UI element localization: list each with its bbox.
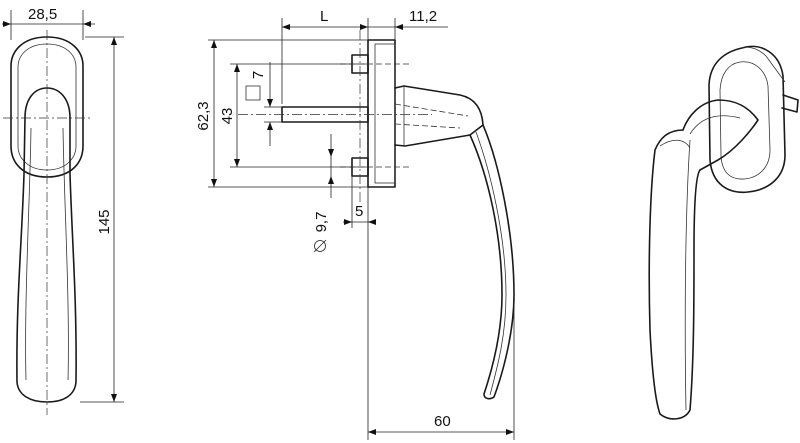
front-height-label: 145 [96,209,113,234]
front-handle-neck [24,87,71,119]
iso-handle-hub [682,99,759,171]
front-dimensions: 28,5 145 [2,6,124,403]
side-dimensions: L 11,2 62,3 43 7 [195,8,515,440]
diameter-symbol [313,239,327,253]
square-symbol [245,85,261,101]
spindle-length-label: L [320,8,328,25]
side-baseplate [367,39,396,188]
rose-thickness-label: 11,2 [409,8,437,25]
front-view [3,30,92,415]
iso-rose [708,45,786,193]
inner-spacing-label: 43 [219,108,236,125]
screw-diameter-label: 9,7 [313,212,330,233]
iso-handle-lever [648,129,701,420]
iso-spindle [781,94,799,113]
side-handle-lever [469,124,515,400]
outer-spacing-label: 62,3 [195,101,212,130]
side-handle-hub [394,85,484,147]
screw-offset-label: 5 [355,203,363,220]
square-size-label: 7 [250,71,267,79]
handle-projection-label: 60 [434,413,451,430]
isometric-view [648,45,799,420]
front-width-label: 28,5 [28,6,57,23]
front-handle-lever [16,117,77,403]
side-view [238,30,515,400]
